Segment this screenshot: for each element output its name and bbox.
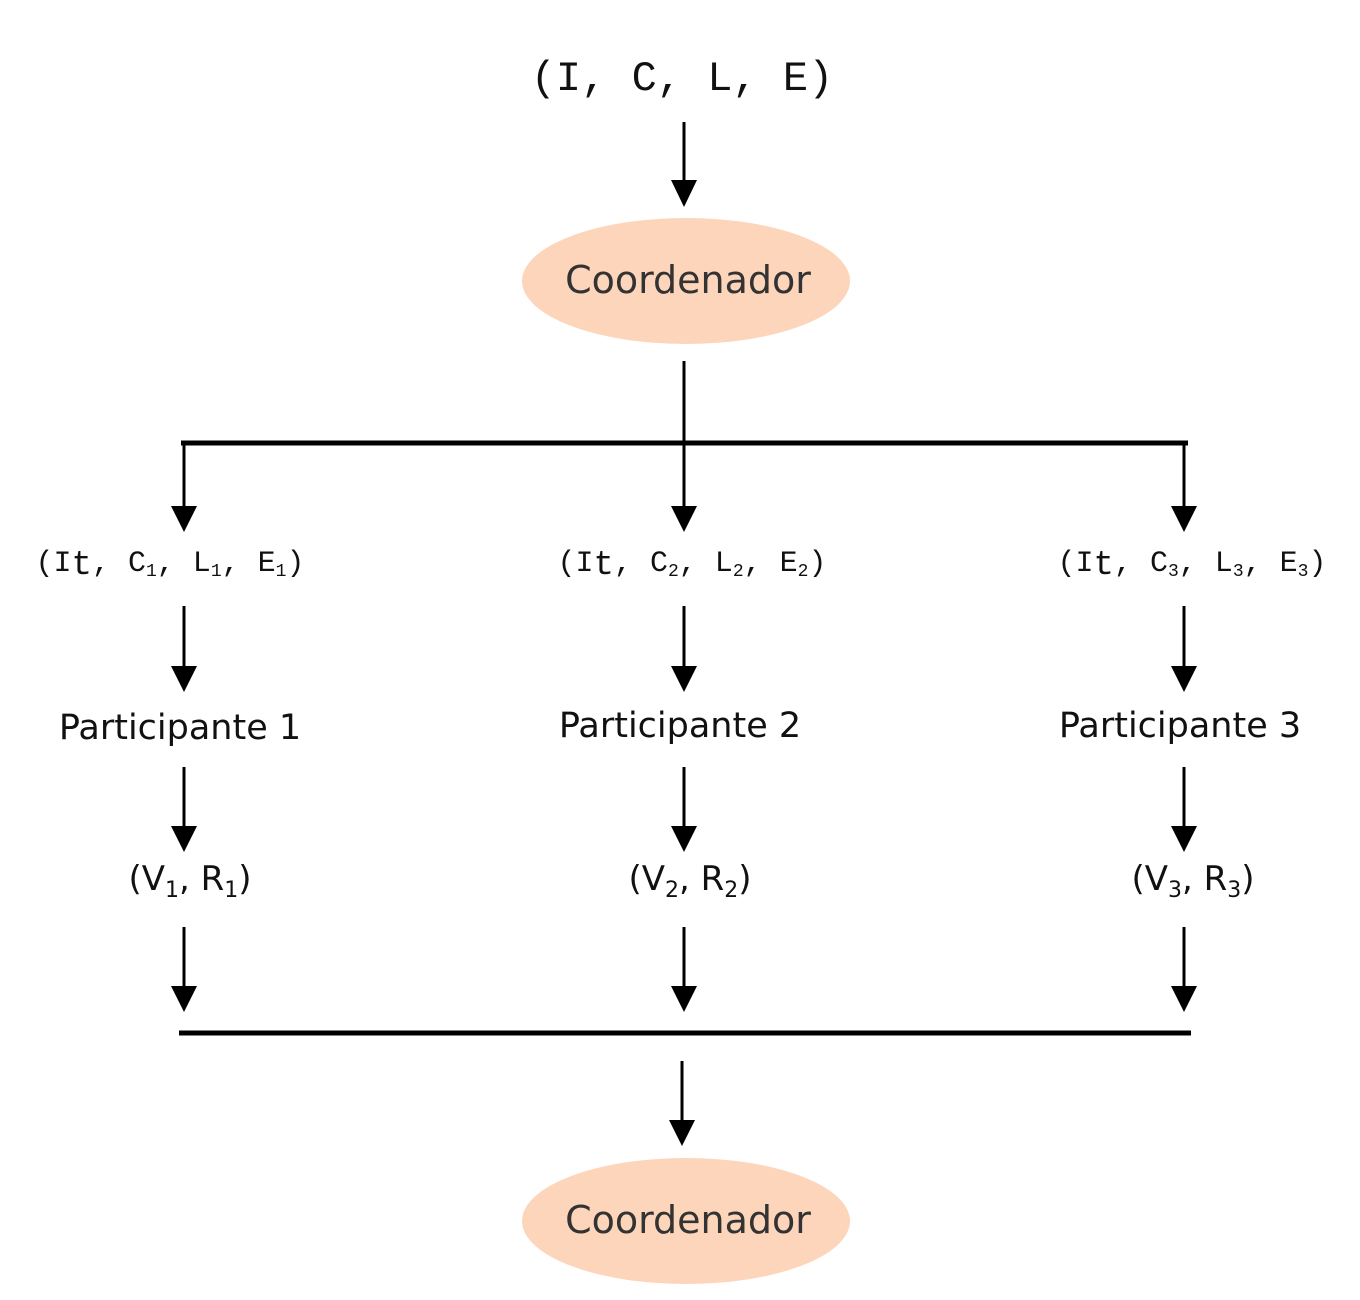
arrow-merge-to-coordinator: [669, 1061, 695, 1146]
arrow-split-to-tuple-2: [671, 443, 697, 532]
arrow-tuple-1-to-participant-1: [171, 606, 197, 692]
arrow-tuple-2-to-participant-2: [671, 606, 697, 692]
participant-1-label: Participante 1: [59, 708, 301, 748]
arrow-split-to-tuple-3: [1171, 443, 1197, 532]
arrow-result-2-to-merge: [671, 927, 697, 1012]
tuple-1: (It, C1, L1, E1): [36, 547, 305, 585]
arrow-result-3-to-merge: [1171, 927, 1197, 1012]
arrow-tuple-3-to-participant-3: [1171, 606, 1197, 692]
result-2: (V2, R2): [628, 859, 751, 903]
arrow-split-to-tuple-1: [171, 443, 197, 532]
result-1: (V1, R1): [128, 859, 251, 903]
coordinator-bottom-label: Coordenador: [565, 1198, 811, 1242]
tuple-2: (It, C2, L2, E2): [558, 547, 827, 585]
tuple-3: (It, C3, L3, E3): [1058, 547, 1327, 585]
coordinator-top-node: Coordenador: [522, 218, 850, 344]
result-3: (V3, R3): [1131, 859, 1254, 903]
arrow-participant-3-to-result-3: [1171, 767, 1197, 852]
arrow-participant-1-to-result-1: [171, 767, 197, 852]
coordinator-top-label: Coordenador: [565, 258, 811, 302]
participant-2-label: Participante 2: [559, 706, 801, 746]
coordinator-bottom-node: Coordenador: [522, 1158, 850, 1284]
input-tuple: (I, C, L, E): [531, 55, 834, 103]
arrow-input-to-coordinator: [671, 122, 697, 207]
participant-3-label: Participante 3: [1059, 706, 1301, 746]
arrow-participant-2-to-result-2: [671, 767, 697, 852]
arrow-result-1-to-merge: [171, 927, 197, 1012]
